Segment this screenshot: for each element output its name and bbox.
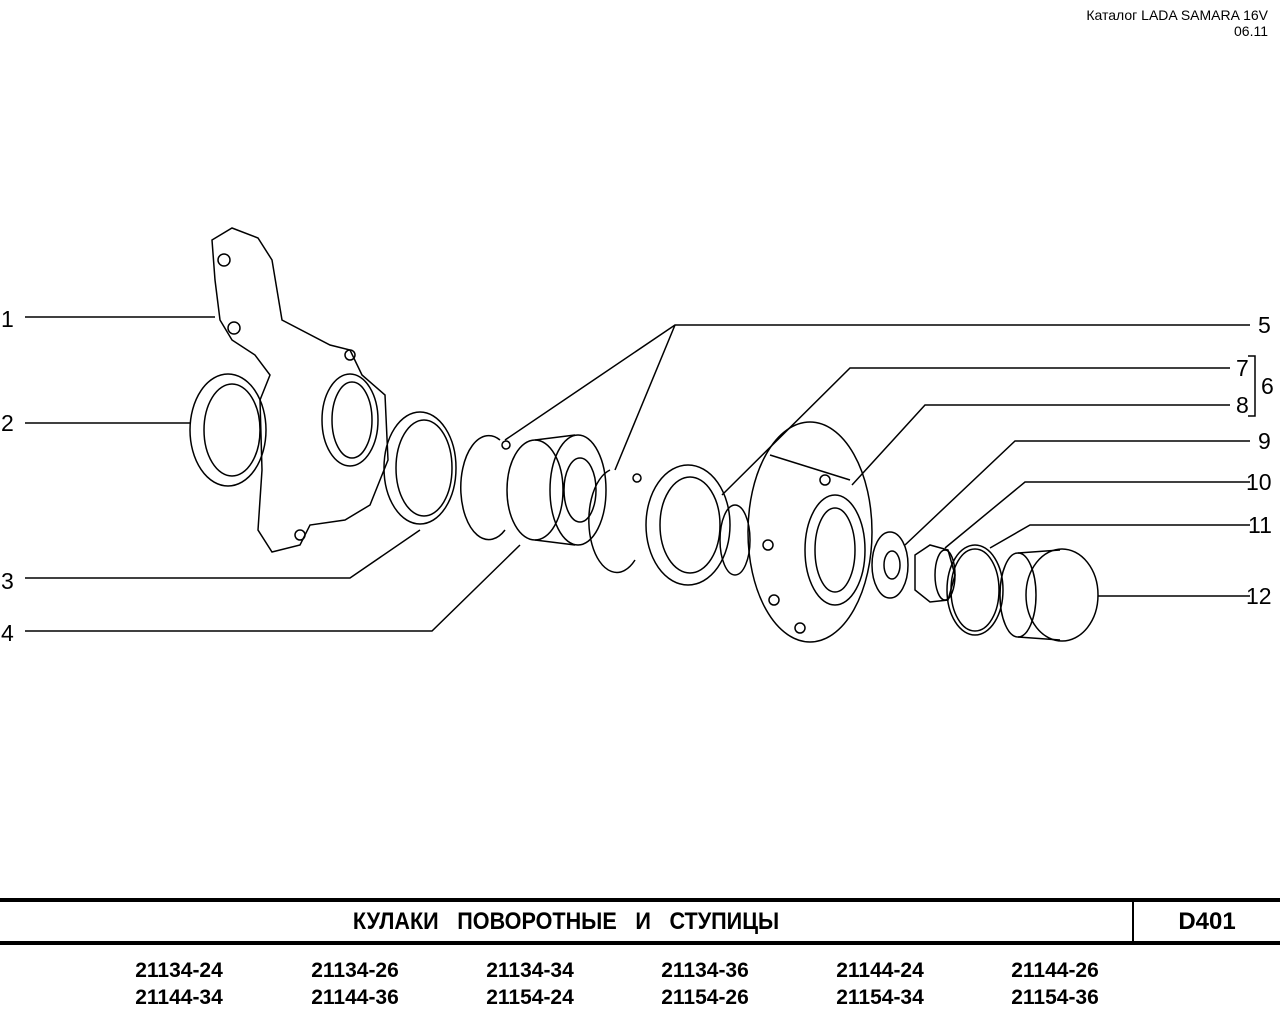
model-code: 21144-24 (836, 959, 924, 982)
page-title: КУЛАКИ ПОВОРОТНЫЕ И СТУПИЦЫ (352, 908, 780, 935)
model-code: 21154-24 (486, 986, 574, 1009)
exploded-parts-diagram (25, 227, 1256, 643)
part-8-hub (719, 421, 873, 643)
part-9-washer (871, 531, 909, 599)
model-code: 21154-26 (661, 986, 749, 1009)
footer-bottom-rule (0, 941, 1280, 945)
footer-top-rule (0, 898, 1280, 902)
model-code: 21134-24 (135, 959, 223, 982)
part-2-seal (189, 373, 267, 487)
model-code: 21134-34 (486, 959, 574, 982)
callout-10: 10 (1246, 469, 1272, 495)
model-code: 21154-34 (836, 986, 924, 1009)
callout-3: 3 (1, 568, 14, 594)
model-code: 21134-26 (311, 959, 399, 982)
section-code: D401 (1178, 908, 1236, 935)
part-3-ring (383, 411, 457, 525)
part-7-seal (645, 464, 731, 586)
model-code: 21144-34 (135, 986, 223, 1009)
part-11-oring (946, 544, 1004, 636)
part-5-circlips (460, 434, 642, 574)
model-code: 21144-36 (311, 986, 399, 1009)
callout-7: 7 (1236, 355, 1249, 381)
steering-knuckle (211, 227, 389, 553)
callout-12: 12 (1246, 583, 1272, 609)
callout-6: 6 (1261, 373, 1274, 399)
model-code: 21134-36 (661, 959, 749, 982)
model-code: 21144-26 (1011, 959, 1099, 982)
callout-5: 5 (1258, 312, 1271, 338)
leader-lines (25, 316, 1256, 632)
footer-divider (1132, 900, 1134, 943)
callout-9: 9 (1258, 428, 1271, 454)
callout-4: 4 (1, 620, 14, 646)
callout-8: 8 (1236, 392, 1249, 418)
callout-1: 1 (1, 306, 14, 332)
callout-11: 11 (1248, 512, 1272, 538)
model-code: 21154-36 (1011, 986, 1099, 1009)
catalog-title: Каталог LADA SAMARA 16V (1086, 7, 1268, 23)
part-12-cap (999, 548, 1099, 642)
part-4-bearing (506, 434, 607, 546)
catalog-date: 06.11 (1234, 23, 1268, 39)
callout-2: 2 (1, 410, 14, 436)
